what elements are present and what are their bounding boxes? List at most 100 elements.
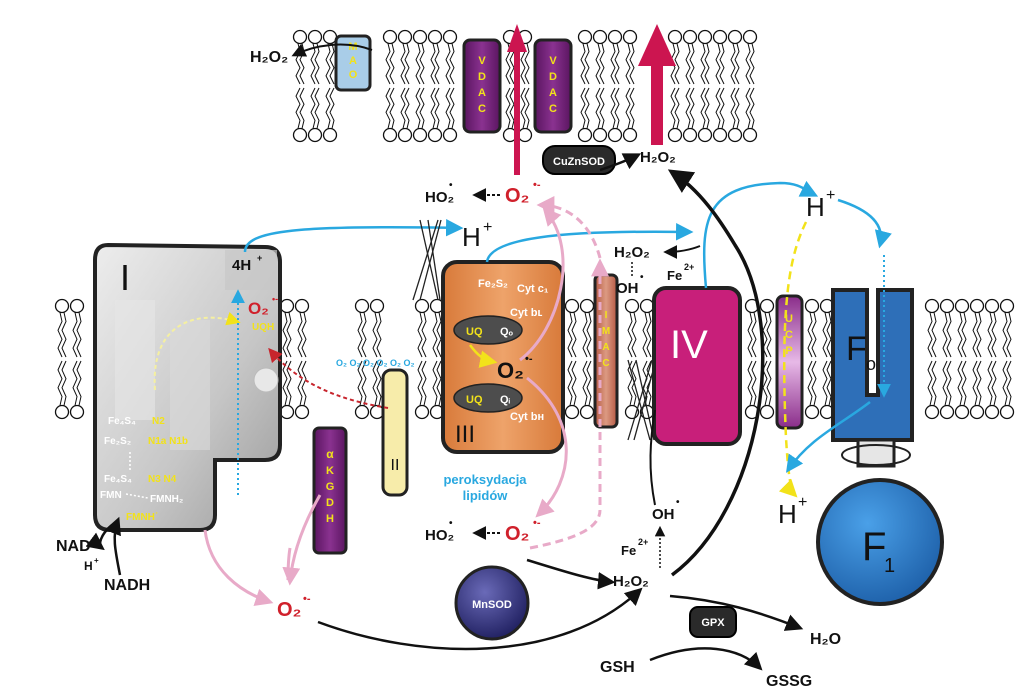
lipid-head xyxy=(969,404,985,420)
h2o2-efflux-arrow xyxy=(638,24,676,145)
lipid-tail xyxy=(282,360,288,406)
lipid-tail xyxy=(595,87,601,129)
lipid-tail xyxy=(614,87,620,129)
h-plus-ims: H xyxy=(462,222,481,252)
lipid-tail xyxy=(299,87,305,129)
lipid-tail xyxy=(580,43,586,85)
lipid-tail xyxy=(1006,360,1012,406)
lipid-tail xyxy=(734,43,740,85)
vdac-letter: A xyxy=(478,87,486,99)
lipid-tail xyxy=(811,360,817,406)
lipid-tail xyxy=(376,360,382,406)
complex-1-n1ab: N1a N1b xyxy=(148,436,188,447)
lipid-tail xyxy=(1002,312,1008,358)
lipid-tail xyxy=(987,312,993,358)
lipid-tail xyxy=(685,43,691,85)
h2o2-label-mid: H₂O₂ xyxy=(614,244,650,261)
lipid-tail xyxy=(927,360,933,406)
lipid-head xyxy=(607,29,623,45)
lipid-tail xyxy=(445,43,451,85)
complex-1-fmn: FMN xyxy=(100,490,122,501)
lipid-head xyxy=(382,127,398,143)
lipid-tail xyxy=(301,360,307,406)
lipid-tail xyxy=(751,360,757,406)
nadh-arrow xyxy=(104,516,122,576)
lipid-head xyxy=(369,298,385,314)
lipid-tail xyxy=(505,87,511,129)
ho2-matrix-dot: • xyxy=(449,518,453,529)
lipid-tail xyxy=(1002,360,1008,406)
h-small-label: H xyxy=(84,559,93,573)
lipid-head xyxy=(564,298,580,314)
lipid-tail xyxy=(610,87,616,129)
vdac-letter: D xyxy=(549,71,557,83)
lipid-tail xyxy=(76,360,82,406)
lipid-tail xyxy=(329,43,335,85)
lipid-head xyxy=(412,29,428,45)
h2o2-label-top-left: H₂O₂ xyxy=(250,49,288,66)
lipid-tail xyxy=(419,43,425,85)
lipid-tail xyxy=(57,360,63,406)
lipid-tail xyxy=(745,87,751,129)
ho2-label-matrix: HO₂ xyxy=(425,527,454,544)
lipid-tail xyxy=(625,87,631,129)
lipid-tail xyxy=(766,360,772,406)
lipid-tail xyxy=(404,87,410,129)
vdac-letter: V xyxy=(478,55,486,67)
lipid-tail xyxy=(586,360,592,406)
lipid-head xyxy=(307,29,323,45)
lipid-head xyxy=(697,29,713,45)
qi-to-matrix-o2-arrow xyxy=(526,376,568,518)
lipid-tail xyxy=(436,360,442,406)
ucp-proton-leak xyxy=(778,221,808,498)
vdac-protein-right: V D A C xyxy=(533,38,573,134)
lipid-tail xyxy=(584,43,590,85)
lipid-tail xyxy=(991,360,997,406)
lipid-head xyxy=(412,127,428,143)
vdac-letter: A xyxy=(549,87,557,99)
lipid-tail xyxy=(61,312,67,358)
lipid-head xyxy=(607,127,623,143)
lipid-tail xyxy=(361,312,367,358)
gsh-label: GSH xyxy=(600,659,635,676)
h-plus-right-sign: + xyxy=(826,187,835,204)
lipid-tail xyxy=(931,312,937,358)
ucp-letter: P xyxy=(785,345,792,357)
lipid-tail xyxy=(299,43,305,85)
mao-letter: O xyxy=(349,69,358,81)
akgdh-to-o2-arrow-2 xyxy=(286,547,292,581)
lipid-tail xyxy=(520,87,526,129)
qo-site: UQ Qₒ xyxy=(453,315,523,345)
mao-letter: M xyxy=(348,41,357,53)
complex-1-yellow-path xyxy=(153,311,241,391)
lipid-tail xyxy=(509,87,515,129)
lipid-tail xyxy=(719,87,725,129)
qo-superoxide-arrow xyxy=(468,344,498,368)
lipid-head xyxy=(427,29,443,45)
mid-h2o2-arrow xyxy=(663,244,701,259)
lipid-tail xyxy=(674,87,680,129)
lipid-head xyxy=(969,298,985,314)
lipid-head xyxy=(924,404,940,420)
lipid-tail xyxy=(704,87,710,129)
lipid-tail xyxy=(822,312,828,358)
lipid-head xyxy=(639,298,655,314)
lipid-tail xyxy=(972,360,978,406)
complex-1-4h: 4H xyxy=(232,257,251,274)
lipid-head xyxy=(69,404,85,420)
f1-sub: 1 xyxy=(884,555,895,577)
o2-ims-label: O₂ xyxy=(505,185,529,207)
lipid-tail xyxy=(689,43,695,85)
lipid-head xyxy=(354,298,370,314)
lipid-tail xyxy=(297,360,303,406)
lipid-tail xyxy=(385,43,391,85)
h-plus-right: H xyxy=(806,192,825,222)
lipid-head xyxy=(727,127,743,143)
lipid-tail xyxy=(415,43,421,85)
fe-label-mid-sup: 2+ xyxy=(684,262,694,272)
oh-upward-line xyxy=(649,409,656,506)
mao-letter: A xyxy=(349,55,357,67)
lipid-tail xyxy=(931,360,937,406)
complex-3-cyt-bh: Cyt bʜ xyxy=(510,411,544,423)
